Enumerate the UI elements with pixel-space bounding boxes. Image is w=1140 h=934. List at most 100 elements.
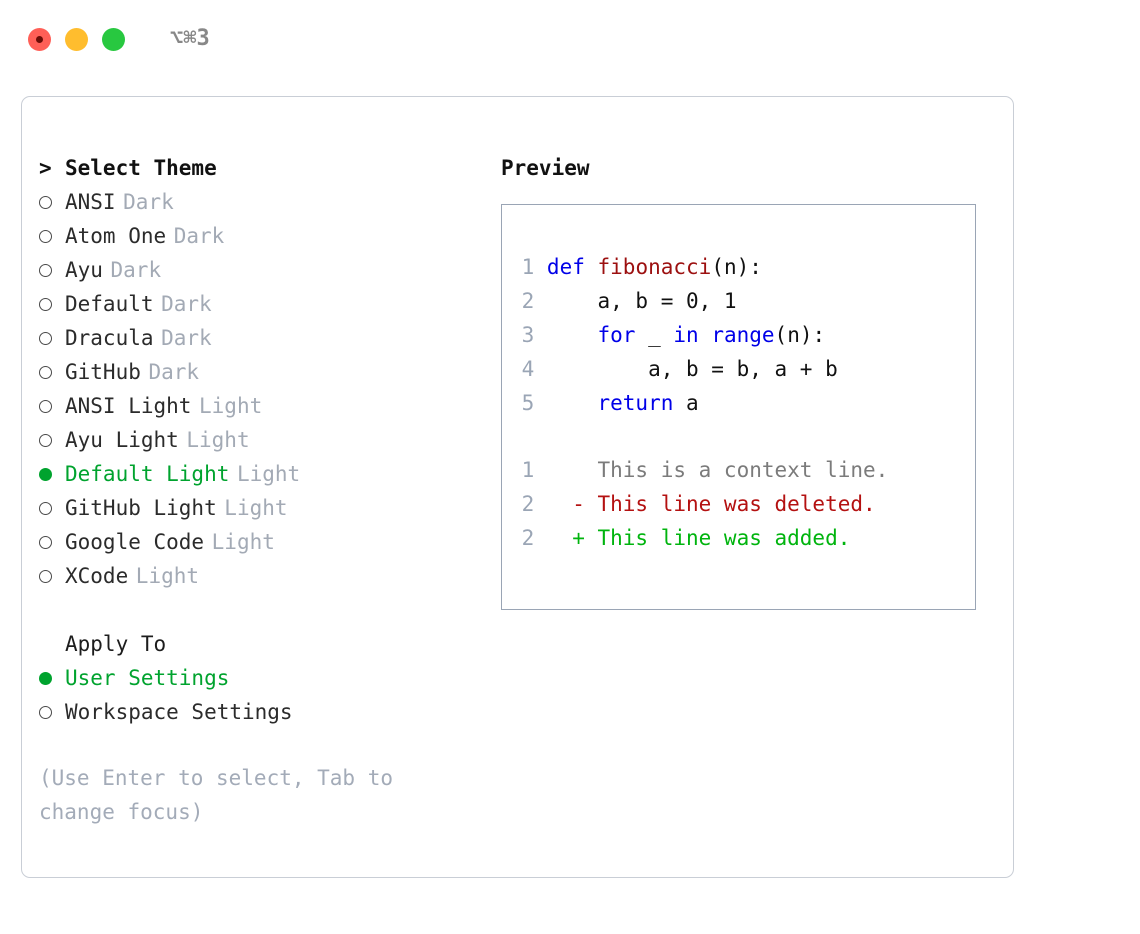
bullet-glyph <box>39 331 52 345</box>
diff-line: 1 This is a context line. <box>509 453 969 487</box>
theme-list-item[interactable]: GitHub Dark <box>39 355 469 389</box>
theme-kind-badge: Dark <box>123 190 174 214</box>
line-number: 2 <box>521 526 535 550</box>
radio-unselected-icon[interactable] <box>39 287 65 321</box>
title-bar: ⌥⌘3 <box>0 0 1140 78</box>
caret-icon: > <box>39 156 52 180</box>
radio-unselected-icon[interactable] <box>39 491 65 525</box>
theme-name: Ayu <box>65 258 103 282</box>
theme-kind-badge: Dark <box>173 224 225 248</box>
theme-kind-badge: Light <box>236 462 301 486</box>
code-token: (n): <box>774 323 826 347</box>
preview-title: Preview <box>501 156 590 180</box>
bullet-glyph <box>39 229 52 243</box>
theme-kind-badge: Light <box>186 428 250 452</box>
diff-indent <box>547 458 572 482</box>
line-number: 3 <box>521 323 535 347</box>
radio-selected-icon[interactable] <box>39 661 65 695</box>
diff-marker: + <box>572 526 585 550</box>
minimize-button[interactable] <box>65 27 88 51</box>
theme-list-item[interactable]: Ayu Light Light <box>39 423 469 457</box>
radio-unselected-icon[interactable] <box>39 253 65 287</box>
close-button[interactable] <box>28 27 51 51</box>
radio-unselected-icon[interactable] <box>39 355 65 389</box>
theme-kind-badge: Light <box>224 496 288 520</box>
theme-kind-badge: Light <box>199 394 263 418</box>
theme-name: Ayu Light <box>65 428 179 452</box>
line-number: 4 <box>521 357 535 381</box>
section-spacer <box>39 593 469 627</box>
help-text: (Use Enter to select, Tab to change focu… <box>39 761 439 829</box>
radio-unselected-icon[interactable] <box>39 559 65 593</box>
code-token <box>547 391 598 415</box>
radio-unselected-icon[interactable] <box>39 695 65 729</box>
maximize-button[interactable] <box>102 27 125 51</box>
code-token: _ <box>635 323 674 347</box>
theme-name: Default Light <box>65 462 230 486</box>
bullet-glyph <box>39 297 52 311</box>
theme-kind-badge: Dark <box>161 292 212 316</box>
theme-list-item[interactable]: Default Dark <box>39 287 469 321</box>
theme-kind-badge: Dark <box>110 258 162 282</box>
radio-unselected-icon[interactable] <box>39 321 65 355</box>
bullet-glyph <box>39 569 52 583</box>
code-token: in <box>673 323 699 347</box>
help-text-line-2: change focus) <box>39 800 204 824</box>
bullet-glyph <box>39 467 52 481</box>
diff-marker <box>572 453 585 487</box>
radio-unselected-icon[interactable] <box>39 219 65 253</box>
code-token: def <box>546 255 585 279</box>
apply-to-heading: Apply To <box>39 627 469 661</box>
theme-name: GitHub <box>65 360 141 384</box>
section-title: Apply To <box>65 632 167 656</box>
keyboard-shortcut-label: ⌥⌘3 <box>170 26 210 51</box>
apply-to-item[interactable]: Workspace Settings <box>39 695 469 729</box>
code-token <box>547 323 598 347</box>
radio-unselected-icon[interactable] <box>39 185 65 219</box>
theme-name: GitHub Light <box>65 496 217 520</box>
theme-kind-badge: Dark <box>148 360 200 384</box>
apply-to-label: User Settings <box>65 666 230 690</box>
bullet-glyph <box>39 195 52 209</box>
theme-list-item[interactable]: GitHub Light Light <box>39 491 469 525</box>
code-token <box>585 255 598 279</box>
theme-list-item[interactable]: Ayu Dark <box>39 253 469 287</box>
theme-kind-badge: Light <box>135 564 200 588</box>
code-token: range <box>711 323 775 347</box>
heading-indent <box>39 627 65 661</box>
code-token: return <box>597 391 674 415</box>
theme-name: Default <box>65 292 154 316</box>
radio-unselected-icon[interactable] <box>39 423 65 457</box>
code-token: for <box>597 323 636 347</box>
radio-selected-icon[interactable] <box>39 457 65 491</box>
code-line: 5 return a <box>509 386 969 420</box>
radio-unselected-icon[interactable] <box>39 525 65 559</box>
bullet-glyph <box>39 535 52 549</box>
code-token: (n): <box>711 255 762 279</box>
theme-name: Google Code <box>65 530 205 554</box>
diff-line: 2 -This line was deleted. <box>509 487 969 521</box>
diff-marker: - <box>572 492 585 516</box>
bullet-glyph <box>39 705 52 719</box>
apply-to-item[interactable]: User Settings <box>39 661 469 695</box>
code-line: 2 a, b = 0, 1 <box>509 284 969 318</box>
radio-unselected-icon[interactable] <box>39 389 65 423</box>
theme-name: Dracula <box>65 326 154 350</box>
bullet-glyph <box>39 263 52 277</box>
bullet-glyph <box>39 365 52 379</box>
diff-text: This line was added. <box>597 526 851 550</box>
